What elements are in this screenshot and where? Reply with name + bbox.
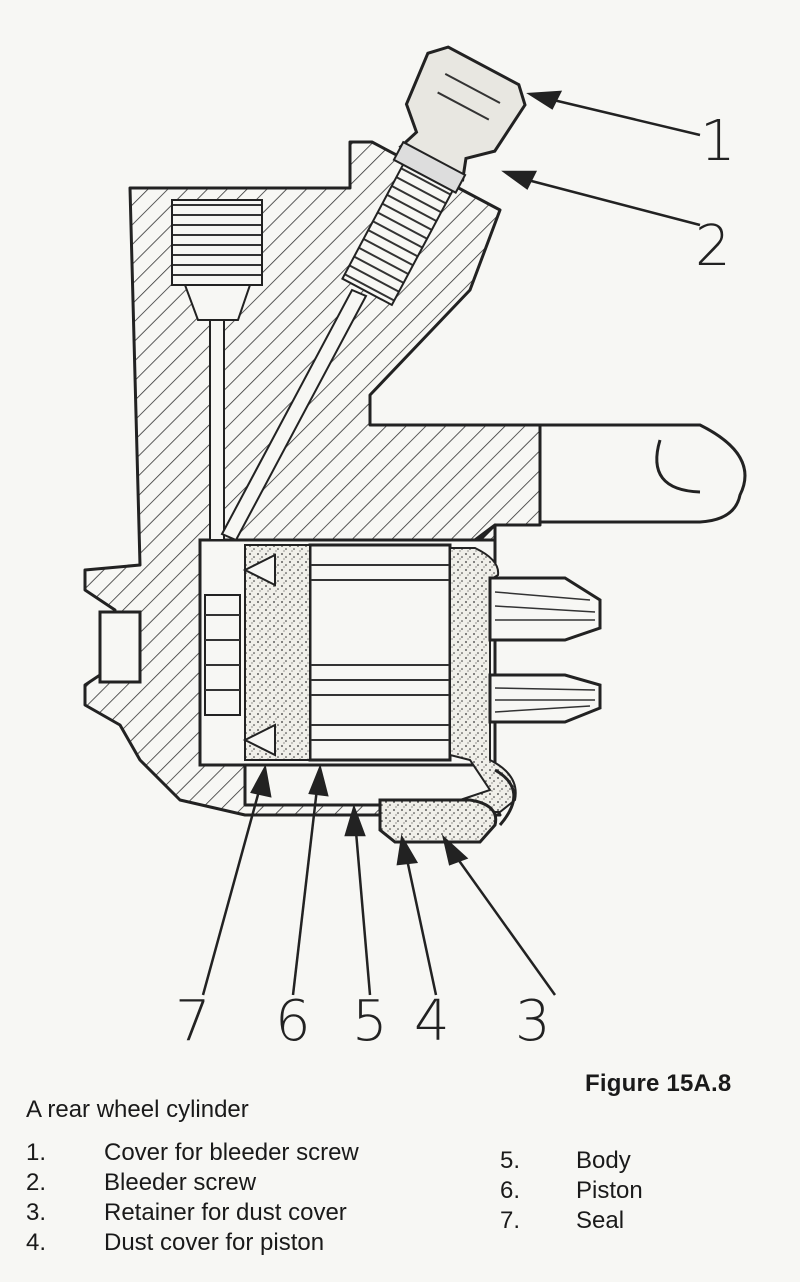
legend-item: 2.Bleeder screw bbox=[26, 1169, 257, 1196]
legend-item: 1.Cover for bleeder screw bbox=[26, 1139, 359, 1166]
vertical-fluid-passage bbox=[209, 319, 225, 541]
brake-shoe-tip bbox=[538, 423, 747, 524]
dust-cover-retainer bbox=[378, 798, 498, 844]
legend-item: 5.Body bbox=[500, 1147, 631, 1174]
legend-left: 1.Cover for bleeder screw 2.Bleeder scre… bbox=[26, 1138, 359, 1258]
callout-4: 4 bbox=[414, 989, 450, 1054]
leader-lines bbox=[201, 90, 701, 996]
seal-lip-bottom bbox=[242, 723, 276, 757]
callout-2: 2 bbox=[695, 214, 731, 279]
legend-item: 3.Retainer for dust cover bbox=[26, 1199, 347, 1226]
legend-right: 5.Body 6.Piston 7.Seal bbox=[500, 1146, 643, 1236]
push-rod-lower bbox=[488, 673, 602, 724]
callout-7: 7 bbox=[175, 989, 211, 1054]
callout-1: 1 bbox=[700, 109, 736, 174]
mounting-tab bbox=[98, 610, 142, 684]
legend-item: 4.Dust cover for piston bbox=[26, 1229, 325, 1256]
piston-grooves bbox=[310, 564, 450, 741]
piston bbox=[308, 543, 452, 762]
pipe-thread-bore bbox=[171, 199, 263, 286]
callout-6: 6 bbox=[275, 989, 311, 1054]
wheel-cylinder-diagram: 1 2 7 6 5 4 3 bbox=[83, 45, 747, 1054]
seal-lip-top bbox=[242, 553, 276, 587]
figure-caption: A rear wheel cylinder bbox=[26, 1096, 249, 1123]
callout-3: 3 bbox=[515, 989, 551, 1054]
spring-end bbox=[204, 594, 241, 716]
shoe-tip-curve bbox=[655, 439, 701, 494]
figure-label: Figure 15A.8 bbox=[585, 1070, 732, 1097]
callout-5: 5 bbox=[352, 989, 388, 1054]
seal bbox=[244, 544, 311, 761]
pipe-bore-taper bbox=[183, 284, 252, 321]
legend-item: 7.Seal bbox=[500, 1207, 625, 1234]
legend-item: 6.Piston bbox=[500, 1177, 643, 1204]
bleed-passage bbox=[220, 288, 368, 542]
